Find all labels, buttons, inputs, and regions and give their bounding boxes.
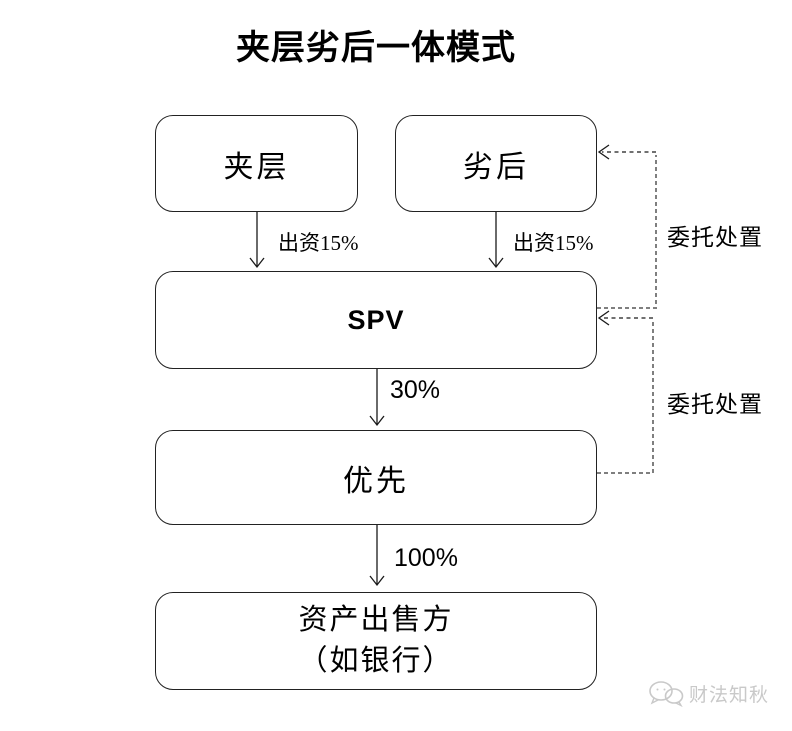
watermark: 财法知秋: [648, 680, 769, 707]
node-subordinate-label: 劣后: [463, 150, 529, 184]
dashed-elbow-senior-to-spv: [597, 321, 654, 474]
node-spv: SPV: [155, 271, 597, 369]
arrow-senior-to-seller: [369, 525, 385, 587]
node-subordinate: 劣后: [395, 115, 597, 212]
dashed-arrow-into-spv: [597, 310, 653, 326]
node-asset-seller-line1: 资产出售方: [298, 604, 454, 636]
edge-label-entrust-disposal-top: 委托处置: [667, 225, 763, 250]
edge-label-mezzanine-contribution: 出资15%: [278, 231, 359, 255]
page-title: 夹层劣后一体模式: [236, 29, 516, 67]
node-mezzanine-label: 夹层: [223, 150, 290, 184]
node-spv-label: SPV: [347, 304, 405, 335]
arrow-spv-to-senior: [369, 369, 385, 427]
dashed-arrow-into-subordinate: [597, 144, 656, 160]
node-mezzanine: 夹层: [155, 115, 358, 212]
edge-label-entrust-disposal-bottom: 委托处置: [667, 392, 763, 417]
arrow-mezzanine-to-spv: [249, 212, 265, 269]
edge-label-senior-to-seller-percent: 100%: [394, 544, 458, 572]
watermark-label: 财法知秋: [689, 685, 770, 706]
node-asset-seller: 资产出售方 （如银行）: [155, 592, 597, 690]
edge-label-subordinate-contribution: 出资15%: [513, 231, 594, 255]
node-senior-label: 优先: [343, 464, 409, 498]
arrow-subordinate-to-spv: [488, 212, 504, 269]
node-senior: 优先: [155, 430, 597, 525]
wechat-chat-bubbles-icon: [648, 680, 684, 707]
node-asset-seller-line2: （如银行）: [298, 645, 454, 677]
edge-label-spv-to-senior-percent: 30%: [390, 376, 441, 404]
dashed-elbow-spv-to-subordinate: [597, 155, 657, 309]
